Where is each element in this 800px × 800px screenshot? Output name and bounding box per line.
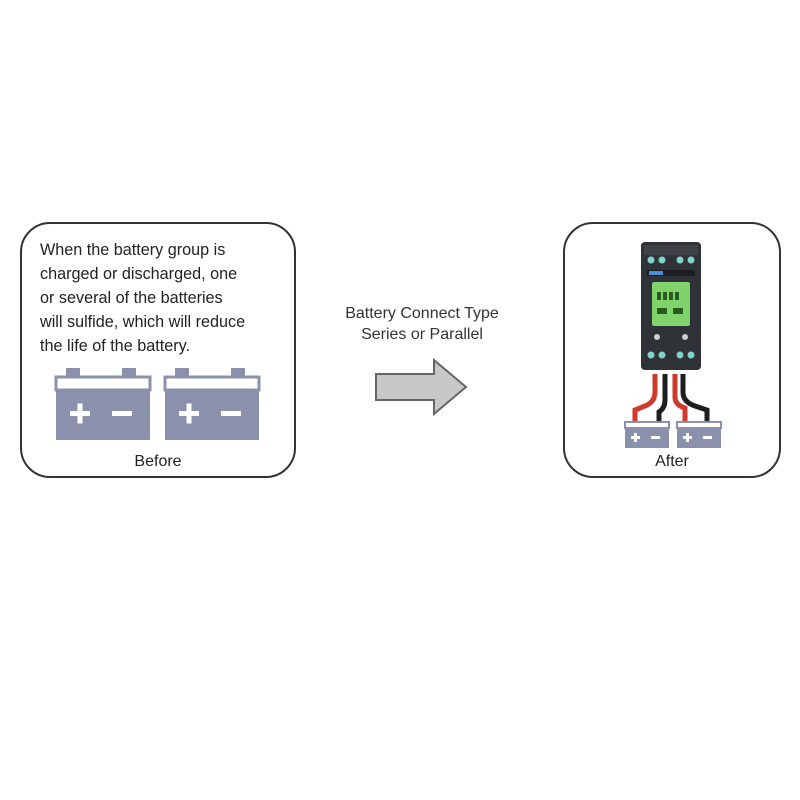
description-line: will sulfide, which will reduce xyxy=(40,313,246,331)
description-line: When the battery group is xyxy=(40,241,226,259)
after-panel: After xyxy=(563,222,781,478)
arrow-right-icon xyxy=(375,357,468,417)
battery-icon xyxy=(54,368,152,440)
connect-type-label: Battery Connect Type Series or Parallel xyxy=(310,303,534,345)
battery-icon xyxy=(676,421,722,448)
before-panel: When the battery group is charged or dis… xyxy=(20,222,296,478)
after-caption: After xyxy=(655,453,689,470)
battery-icon xyxy=(624,421,670,448)
before-batteries-icon xyxy=(54,368,261,440)
description-line: charged or discharged, one xyxy=(40,265,238,283)
battery-icon xyxy=(163,368,261,440)
description-line: or several of the batteries xyxy=(40,289,223,307)
description-line: the life of the battery. xyxy=(40,337,190,355)
connect-type-line1: Battery Connect Type xyxy=(345,305,499,322)
battery-equalizer-device-icon xyxy=(624,242,722,448)
connect-type-line2: Series or Parallel xyxy=(361,326,483,343)
before-description: When the battery group is charged or dis… xyxy=(40,238,290,358)
before-caption: Before xyxy=(134,453,182,470)
